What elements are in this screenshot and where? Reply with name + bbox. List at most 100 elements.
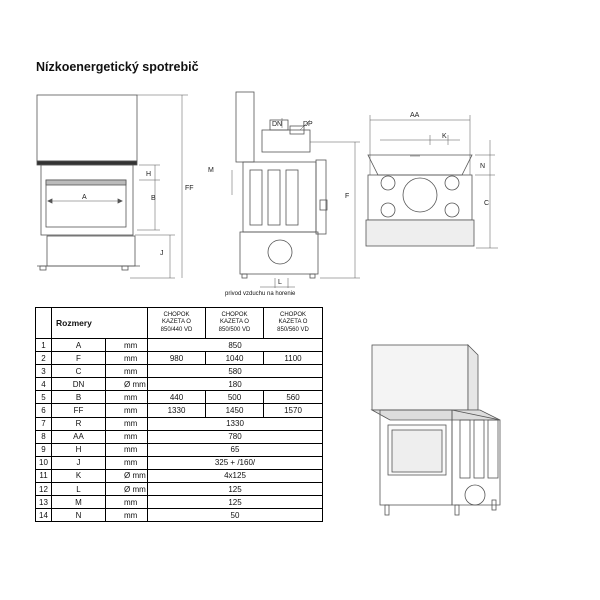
unit-cell: mm [105, 455, 148, 470]
column-1-line-2: KAZETA O [162, 319, 191, 326]
column-3-line-3: 850/560 VD [277, 326, 309, 333]
value-cell: 980 [147, 351, 206, 366]
dimension-name-cell: K [51, 468, 106, 484]
unit-cell: mm [105, 429, 148, 444]
table-heading: Rozmery [51, 307, 148, 339]
row-number-cell: 6 [35, 403, 52, 418]
dimension-name-cell: N [51, 508, 106, 523]
unit-cell: mm [105, 442, 148, 457]
unit-cell: Ø mm [105, 482, 148, 497]
label-n: N [480, 163, 485, 170]
unit-cell: mm [105, 390, 148, 405]
column-1-line-3: 850/440 VD [160, 326, 193, 333]
value-cell: 1100 [263, 351, 323, 366]
unit-cell: mm [105, 495, 148, 510]
row-number-cell: 10 [35, 455, 52, 470]
row-number-cell: 3 [35, 364, 52, 379]
label-j: J [160, 250, 164, 257]
value-cell: 1570 [263, 403, 323, 418]
dimension-name-cell: DN [51, 377, 106, 392]
top-view-drawing [365, 115, 498, 249]
unit-cell: mm [105, 508, 148, 523]
dimension-name-cell: L [51, 482, 106, 497]
row-number-cell: 8 [35, 429, 52, 444]
unit-cell: mm [105, 403, 148, 418]
label-a: A [82, 194, 87, 201]
row-number-cell: 1 [35, 337, 52, 353]
value-cell: 500 [205, 390, 264, 405]
column-1-line-1: CHOPOK [163, 311, 190, 318]
row-number-cell: 9 [35, 442, 52, 457]
column-2-line-3: 850/500 VD [218, 326, 251, 333]
column-2-line-1: CHOPOK [221, 311, 248, 318]
table-header-row: Rozmery CHOPOK KAZETA O 850/440 VD CHOPO… [35, 307, 323, 339]
value-cell: 1330 [147, 416, 323, 431]
column-3-line-1: CHOPOK [279, 311, 306, 318]
row-number-cell: 14 [35, 508, 52, 523]
dimension-name-cell: M [51, 495, 106, 510]
row-number-cell: 11 [35, 468, 52, 484]
row-number-cell: 2 [35, 351, 52, 366]
row-number-cell: 5 [35, 390, 52, 405]
dimension-name-cell: C [51, 364, 106, 379]
dimension-name-cell: R [51, 416, 106, 431]
column-header-2: CHOPOK KAZETA O 850/500 VD [205, 307, 264, 339]
value-cell: 65 [147, 442, 323, 457]
air-supply-note: privod vzduchu na horenie [225, 291, 296, 297]
dimension-name-cell: H [51, 442, 106, 457]
row-number-cell: 7 [35, 416, 52, 431]
column-3-line-2: KAZETA O [278, 319, 308, 326]
label-h: H [146, 171, 151, 178]
value-cell: 560 [263, 390, 323, 405]
label-l: L [278, 279, 282, 286]
unit-cell: Ø mm [105, 377, 148, 392]
dimension-name-cell: A [51, 337, 106, 353]
value-cell: 125 [147, 495, 323, 510]
label-f: F [345, 193, 349, 200]
label-c: C [484, 200, 489, 207]
label-dn: DN [272, 121, 282, 128]
value-cell: 125 [147, 482, 323, 497]
dimension-name-cell: AA [51, 429, 106, 444]
side-view-drawing [231, 91, 360, 288]
label-k: K [442, 133, 447, 140]
unit-cell: mm [105, 416, 148, 431]
value-cell: 4x125 [147, 468, 323, 484]
dimension-name-cell: B [51, 390, 106, 405]
value-cell: 1450 [205, 403, 264, 418]
page-title: Nízkoenergetický spotrebič [36, 60, 199, 74]
header-blank-cell [35, 307, 52, 339]
label-ff: FF [185, 185, 194, 192]
value-cell: 180 [147, 377, 323, 392]
label-m: M [208, 167, 214, 174]
value-cell: 780 [147, 429, 323, 444]
isometric-view-drawing [370, 344, 501, 516]
label-dp: DP [303, 121, 313, 128]
row-number-cell: 12 [35, 482, 52, 497]
label-aa: AA [410, 112, 420, 119]
front-view-drawing [36, 94, 188, 279]
row-number-cell: 4 [35, 377, 52, 392]
column-2-line-2: KAZETA O [220, 319, 249, 326]
value-cell: 1330 [147, 403, 206, 418]
value-cell: 580 [147, 364, 323, 379]
row-number-cell: 13 [35, 495, 52, 510]
dimensions-table: Rozmery CHOPOK KAZETA O 850/440 VD CHOPO… [35, 307, 323, 523]
unit-cell: mm [105, 364, 148, 379]
value-cell: 850 [147, 337, 323, 353]
